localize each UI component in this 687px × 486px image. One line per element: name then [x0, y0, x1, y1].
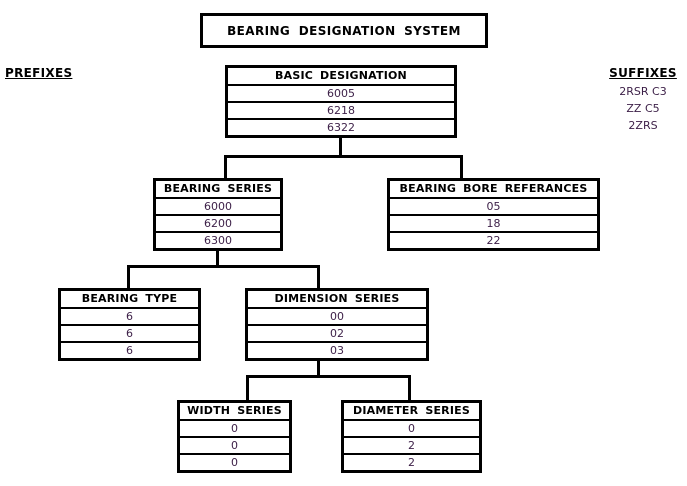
table-row: 2 [344, 453, 479, 470]
table-row: 6 [61, 341, 198, 358]
table-row: 05 [390, 197, 597, 214]
connector-drop-diameter-series [408, 377, 411, 400]
connector-drop-bearing-series [224, 157, 227, 178]
bearing-series-header: BEARING SERIES [163, 182, 273, 195]
connector-drop-dimension-series [317, 267, 320, 288]
suffixes-label: SUFFIXES [609, 66, 677, 80]
table-row: 22 [390, 231, 597, 248]
table-row: 03 [248, 341, 426, 358]
table-row: 2 [344, 436, 479, 453]
table-row: 0 [180, 436, 289, 453]
diagram-title-box: BEARING DESIGNATION SYSTEM [200, 13, 488, 48]
suffixes-block: SUFFIXES 2RSR C3 ZZ C5 2ZRS [603, 66, 683, 134]
table-row: 02 [248, 324, 426, 341]
diagram-title: BEARING DESIGNATION SYSTEM [227, 23, 461, 38]
bearing-type-box: BEARING TYPE 6 6 6 [58, 288, 201, 361]
bearing-series-box: BEARING SERIES 6000 6200 6300 [153, 178, 283, 251]
connector-dimension-crossbar [246, 375, 411, 378]
bearing-type-header: BEARING TYPE [81, 292, 178, 305]
bearing-bore-referances-header: BEARING BORE REFERANCES [399, 182, 588, 195]
connector-series-crossbar [127, 265, 320, 268]
connector-drop-bore-referances [460, 157, 463, 178]
dimension-series-box: DIMENSION SERIES 00 02 03 [245, 288, 429, 361]
width-series-header: WIDTH SERIES [187, 404, 282, 417]
suffix-item: ZZ C5 [626, 102, 660, 115]
basic-designation-header: BASIC DESIGNATION [275, 69, 407, 82]
basic-designation-box: BASIC DESIGNATION 6005 6218 6322 [225, 65, 457, 138]
table-row: 6005 [228, 84, 454, 101]
connector-drop-bearing-type [127, 267, 130, 288]
table-row: 6200 [156, 214, 280, 231]
table-row: 6000 [156, 197, 280, 214]
suffix-item: 2ZRS [628, 119, 658, 132]
table-row: 6300 [156, 231, 280, 248]
table-row: 6322 [228, 118, 454, 135]
prefixes-label: PREFIXES [5, 66, 73, 80]
dimension-series-header: DIMENSION SERIES [274, 292, 400, 305]
connector-dimension-stem [317, 360, 320, 377]
table-row: 0 [180, 419, 289, 436]
table-row: 6 [61, 324, 198, 341]
diameter-series-header: DIAMETER SERIES [353, 404, 470, 417]
table-row: 6218 [228, 101, 454, 118]
connector-basic-stem [339, 137, 342, 157]
table-row: 6 [61, 307, 198, 324]
diameter-series-box: DIAMETER SERIES 0 2 2 [341, 400, 482, 473]
table-row: 00 [248, 307, 426, 324]
table-row: 18 [390, 214, 597, 231]
table-row: 0 [344, 419, 479, 436]
connector-drop-width-series [246, 377, 249, 400]
bearing-bore-referances-box: BEARING BORE REFERANCES 05 18 22 [387, 178, 600, 251]
connector-series-stem [216, 250, 219, 267]
table-row: 0 [180, 453, 289, 470]
width-series-box: WIDTH SERIES 0 0 0 [177, 400, 292, 473]
suffix-item: 2RSR C3 [619, 85, 667, 98]
connector-basic-crossbar [224, 155, 463, 158]
